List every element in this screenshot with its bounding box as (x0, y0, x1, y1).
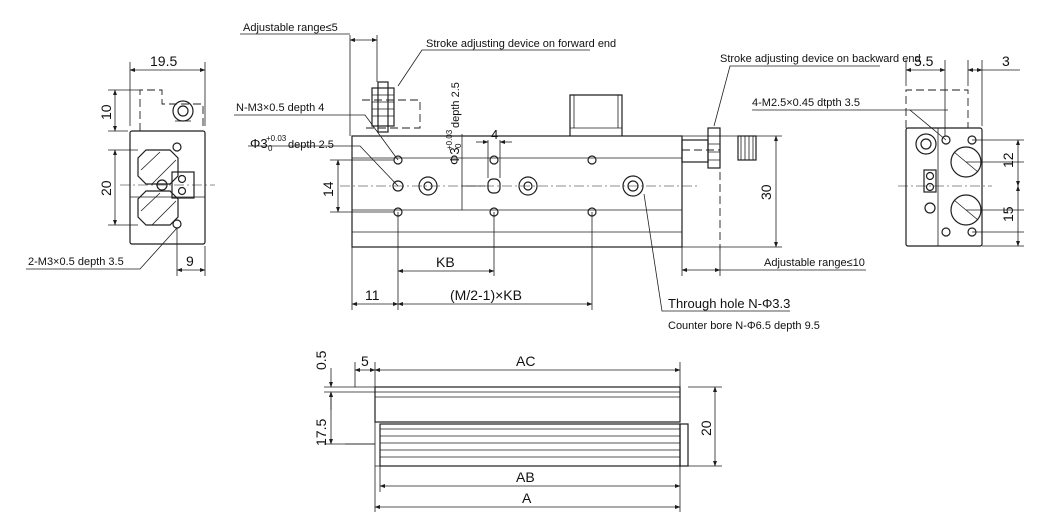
dim-20-bottom: 20 (698, 420, 714, 436)
label-4-m25: 4-M2.5×0.45 dtpth 3.5 (752, 97, 860, 109)
label-stroke-forward: Stroke adjusting device on forward end (426, 38, 616, 50)
label-adj-forward: Adjustable range≤5 (243, 22, 338, 34)
label-counter-bore: Counter bore N-Φ6.5 depth 9.5 (668, 320, 820, 332)
dim-20-left: 20 (98, 180, 114, 196)
dim-14: 14 (320, 181, 336, 197)
dim-11: 11 (365, 287, 380, 303)
label-phi3: Φ3 (250, 136, 268, 151)
dim-19-5: 19.5 (150, 53, 177, 69)
label-depth-2-5-vertical: depth 2.5 (450, 82, 462, 128)
label-phi3-tol-lower: 0 (268, 144, 273, 153)
label-phi3-tol-upper: +0.03 (266, 134, 287, 143)
dim-9: 9 (186, 253, 194, 269)
dim-ac: AC (516, 353, 535, 369)
dim-5-5: 5.5 (914, 53, 934, 69)
dim-3: 3 (1002, 53, 1010, 69)
label-phi3-vertical-tol-upper: +0.03 (445, 129, 454, 150)
label-phi3-depth: depth 2.5 (288, 139, 334, 151)
dim-a: A (522, 490, 532, 506)
dim-10: 10 (98, 104, 114, 120)
dim-17-5: 17.5 (313, 419, 329, 446)
left-end-view: 19.5 10 20 9 2-M3×0.5 depth 3.5 (26, 53, 215, 276)
dim-5: 5 (361, 353, 369, 369)
side-view: 0.5 5 AC 17.5 20 AB A (313, 350, 722, 512)
label-stroke-backward: Stroke adjusting device on backward end (720, 53, 921, 65)
dim-ab: AB (516, 469, 535, 485)
right-end-view: 5.5 3 4-M2.5×0.45 dtpth 3.5 12 15 (752, 53, 1024, 247)
dim-0-5: 0.5 (313, 350, 329, 370)
dim-30: 30 (758, 184, 774, 200)
dim-4: 4 (491, 127, 498, 142)
label-through-hole: Through hole N-Φ3.3 (668, 296, 790, 311)
dim-15: 15 (1000, 206, 1016, 222)
dim-m-kb: (M/2-1)×KB (450, 287, 522, 303)
dim-kb: KB (436, 254, 455, 270)
label-phi3-vertical: Φ3 (447, 147, 462, 165)
label-2-m3: 2-M3×0.5 depth 3.5 (28, 256, 124, 268)
top-view: Adjustable range≤5 Stroke adjusting devi… (234, 22, 921, 332)
label-phi3-vertical-tol-lower: 0 (454, 143, 463, 148)
label-n-m3: N-M3×0.5 depth 4 (236, 102, 324, 114)
dim-12: 12 (1000, 152, 1016, 168)
label-adj-backward: Adjustable range≤10 (764, 257, 865, 269)
